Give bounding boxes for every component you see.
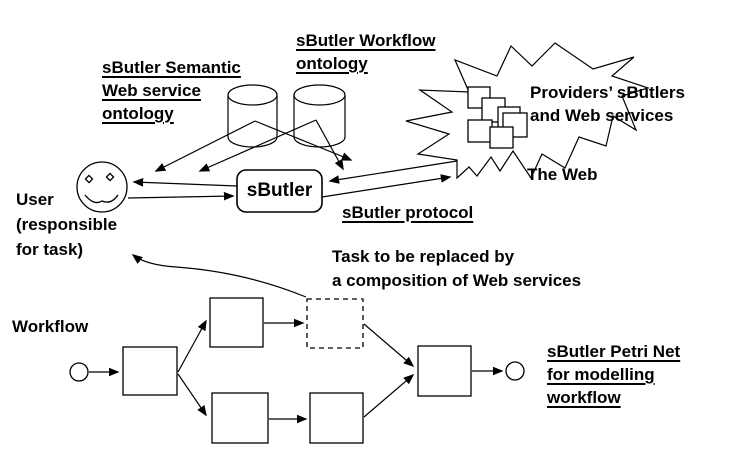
semantic-ontology-cylinder-icon [227,84,278,148]
label-line: ontology [296,54,368,73]
label-workflow: Workflow [12,317,89,336]
label-line: ontology [102,104,174,123]
petri-net-arrows [89,318,504,424]
label-petri-net: sButler Petri Net for modelling workflow [547,340,680,409]
label-line: sButler Petri Net [547,342,681,361]
workflow-ontology-cylinder-icon [293,84,346,148]
provider-services-squares-icon [467,86,528,149]
sbutler-box-label: sButler [246,180,313,201]
label-line: Task to be replaced by [332,247,515,266]
label-workflow-ontology: sButler Workflow ontology [296,29,435,75]
label-the-web: The Web [527,165,598,184]
task-pointer-curved-arrow [131,254,307,298]
petri-task-box-3 [211,392,269,444]
sbutler-web-arrows [321,160,458,198]
sbutler-box [236,169,323,213]
label-line: for task) [16,240,84,259]
label-line: Web service [102,81,201,100]
label-line: workflow [547,388,621,407]
label-user: User (responsible for task) [16,187,117,262]
label-line: and Web services [530,106,674,125]
label-line: sButler protocol [342,203,474,222]
label-line: sButler Workflow [296,31,436,50]
label-sbutler-protocol: sButler protocol [342,201,473,224]
petri-start-place [69,362,89,382]
petri-task-box-5 [417,345,472,397]
petri-task-box-1 [122,346,178,396]
user-sbutler-arrows [127,178,238,201]
label-line: User [16,190,54,209]
label-line: for modelling [547,365,655,384]
petri-net [69,297,525,444]
label-semantic-ontology: sButler Semantic Web service ontology [102,56,241,125]
label-line: a composition of Web services [332,271,582,290]
petri-task-box-2 [209,297,264,348]
ontology-access-arrows [154,119,353,172]
label-line: (responsible [16,215,118,234]
web-starburst-icon [405,42,650,180]
label-line: sButler Semantic [102,58,241,77]
petri-end-place [505,361,525,381]
label-task-note: Task to be replaced by a composition of … [332,245,581,293]
petri-task-box-4 [309,392,364,444]
user-smiley-icon [76,161,128,213]
label-providers: Providers’ sButlers and Web services [530,81,685,127]
petri-task-box-dashed [306,298,364,349]
label-line: Providers’ sButlers [530,83,685,102]
